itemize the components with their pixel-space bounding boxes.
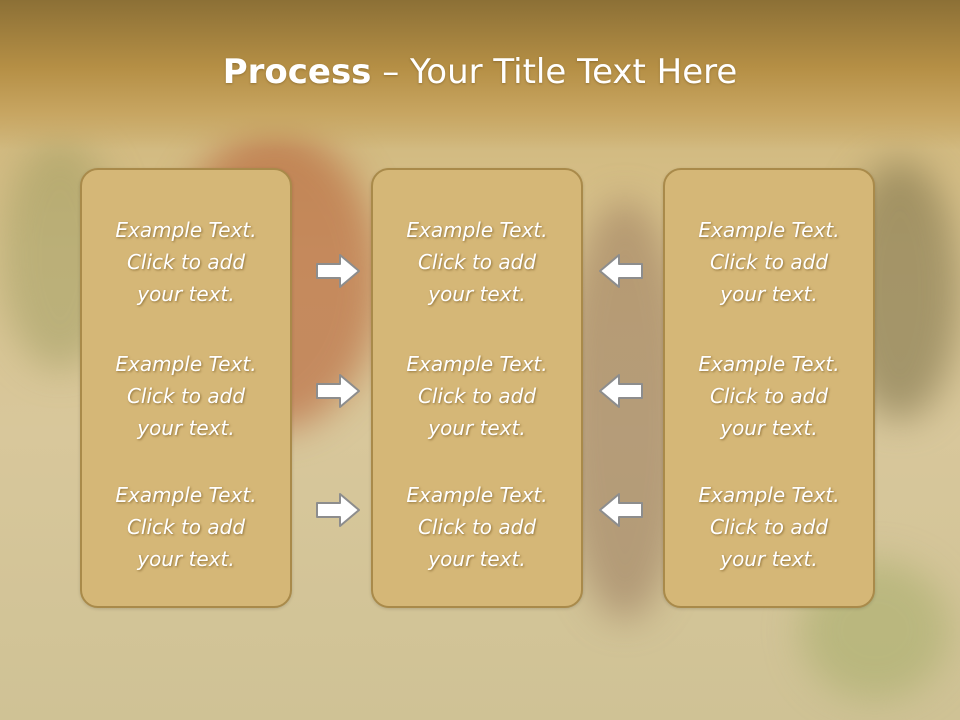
text-block[interactable]: Example Text. Click to add your text.	[82, 479, 290, 575]
text-block[interactable]: Example Text. Click to add your text.	[82, 348, 290, 444]
left-arrow-icon	[599, 254, 643, 288]
text-block[interactable]: Example Text. Click to add your text.	[665, 479, 873, 575]
text-line: Example Text.	[115, 352, 257, 376]
text-line: Example Text.	[406, 218, 548, 242]
text-block[interactable]: Example Text. Click to add your text.	[373, 348, 581, 444]
text-line: Click to add	[126, 515, 246, 539]
left-arrow-icon	[599, 493, 643, 527]
text-block[interactable]: Example Text. Click to add your text.	[665, 214, 873, 310]
text-line: your text.	[137, 547, 235, 571]
title-rest: – Your Title Text Here	[371, 52, 738, 92]
text-line: Example Text.	[698, 218, 840, 242]
text-line: your text.	[428, 282, 526, 306]
text-block[interactable]: Example Text. Click to add your text.	[373, 214, 581, 310]
text-line: your text.	[720, 282, 818, 306]
process-box-left[interactable]: Example Text. Click to add your text. Ex…	[80, 168, 292, 608]
text-line: Example Text.	[115, 218, 257, 242]
text-line: Click to add	[417, 250, 537, 274]
text-line: your text.	[720, 416, 818, 440]
text-line: your text.	[428, 547, 526, 571]
text-line: Example Text.	[406, 483, 548, 507]
title-bar	[0, 0, 960, 150]
text-line: Example Text.	[698, 352, 840, 376]
text-line: your text.	[428, 416, 526, 440]
text-line: Example Text.	[115, 483, 257, 507]
process-box-right[interactable]: Example Text. Click to add your text. Ex…	[663, 168, 875, 608]
text-line: Example Text.	[406, 352, 548, 376]
text-block[interactable]: Example Text. Click to add your text.	[82, 214, 290, 310]
text-line: Click to add	[709, 250, 829, 274]
text-block[interactable]: Example Text. Click to add your text.	[373, 479, 581, 575]
text-line: Click to add	[417, 515, 537, 539]
text-line: Click to add	[417, 384, 537, 408]
text-line: Click to add	[126, 384, 246, 408]
left-arrow-icon	[599, 374, 643, 408]
text-line: Click to add	[126, 250, 246, 274]
text-line: Click to add	[709, 515, 829, 539]
text-line: your text.	[720, 547, 818, 571]
right-arrow-icon	[316, 493, 360, 527]
text-line: Click to add	[709, 384, 829, 408]
text-block[interactable]: Example Text. Click to add your text.	[665, 348, 873, 444]
slide-title[interactable]: Process – Your Title Text Here	[0, 52, 960, 92]
text-line: your text.	[137, 416, 235, 440]
right-arrow-icon	[316, 374, 360, 408]
right-arrow-icon	[316, 254, 360, 288]
text-line: Example Text.	[698, 483, 840, 507]
text-line: your text.	[137, 282, 235, 306]
title-bold: Process	[222, 52, 372, 92]
process-box-center[interactable]: Example Text. Click to add your text. Ex…	[371, 168, 583, 608]
